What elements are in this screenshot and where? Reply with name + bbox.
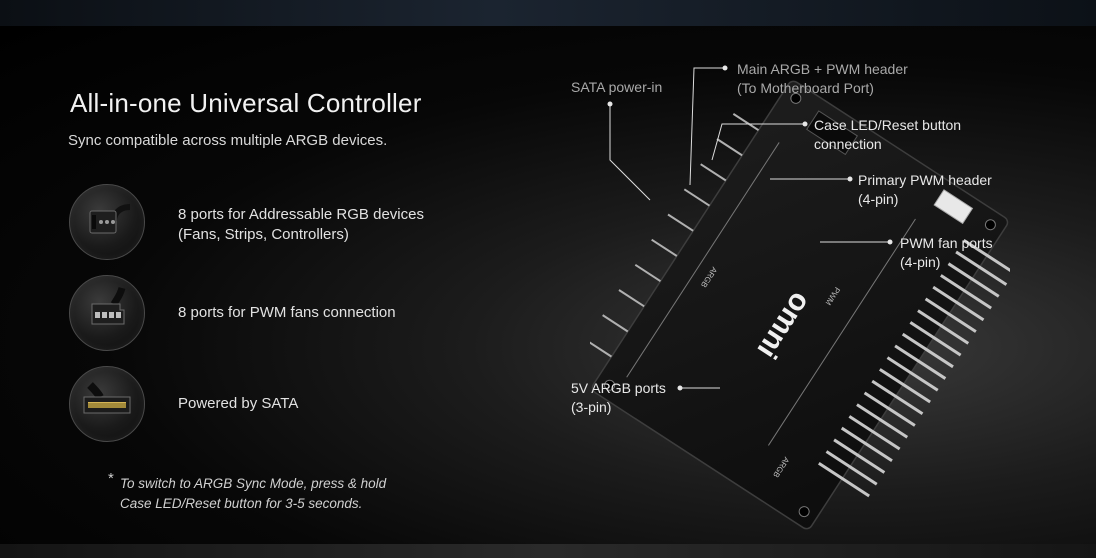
note-asterisk: * [108, 470, 114, 487]
callout-pwm-fan-line1: PWM fan ports [900, 235, 993, 251]
sync-note-line1: To switch to ARGB Sync Mode, press & hol… [120, 476, 387, 491]
top-banner-strip [0, 0, 1096, 26]
callout-argb-ports-line1: 5V ARGB ports [571, 380, 666, 396]
callout-dot [722, 65, 728, 71]
callout-main-header-line2: (To Motherboard Port) [737, 80, 874, 96]
callout-sata-line1: SATA power-in [571, 79, 663, 95]
callout-dot [607, 101, 613, 107]
mount-hole [790, 92, 802, 104]
callout-dot [847, 176, 853, 182]
callout-primary-pwm: Primary PWM header (4-pin) [858, 171, 992, 209]
callout-dot [677, 385, 683, 391]
sync-mode-note: To switch to ARGB Sync Mode, press & hol… [120, 474, 420, 514]
silk-line [626, 142, 780, 378]
callout-case-led: Case LED/Reset button connection [814, 116, 961, 154]
callout-primary-pwm-line1: Primary PWM header [858, 172, 992, 188]
callout-dot [802, 121, 808, 127]
silk-line [767, 218, 916, 446]
callout-case-led-line2: connection [814, 136, 882, 152]
leader-case-led [711, 123, 805, 161]
callout-case-led-line1: Case LED/Reset button [814, 117, 962, 133]
callout-argb-ports: 5V ARGB ports (3-pin) [571, 379, 666, 417]
mount-hole [984, 219, 996, 231]
sata-connector-icon [69, 366, 145, 442]
callout-pwm-fan: PWM fan ports (4-pin) [900, 234, 993, 272]
callout-primary-pwm-line2: (4-pin) [858, 191, 899, 207]
feature-pwm-text: 8 ports for PWM fans connection [178, 303, 396, 323]
mount-hole [604, 379, 616, 391]
callout-main-header: Main ARGB + PWM header (To Motherboard P… [737, 60, 908, 98]
pcb-board [591, 80, 1009, 530]
feature-sata-text: Powered by SATA [178, 394, 298, 414]
callout-argb-ports-line2: (3-pin) [571, 399, 612, 415]
feature-pwm-line1: 8 ports for PWM fans connection [178, 304, 396, 321]
sync-note-line2: Case LED/Reset button for 3-5 seconds. [120, 496, 363, 511]
bottom-strip [0, 544, 1096, 558]
page-subtitle: Sync compatible across multiple ARGB dev… [68, 132, 388, 149]
feature-argb-text: 8 ports for Addressable RGB devices (Fan… [178, 205, 424, 245]
leader-main-header [689, 67, 725, 186]
pwm-fan-connector-icon [69, 275, 145, 351]
page-title: All-in-one Universal Controller [70, 88, 422, 118]
argb-connector-icon [69, 184, 145, 260]
callout-pwm-fan-line2: (4-pin) [900, 254, 941, 270]
callout-dot [887, 239, 893, 245]
pwm-pin-row [818, 238, 1010, 498]
primary-pwm-connector [933, 189, 974, 225]
feature-argb-line1: 8 ports for Addressable RGB devices [178, 206, 424, 223]
argb-pin-row [590, 113, 760, 358]
mount-hole [798, 506, 810, 518]
feature-argb-line2: (Fans, Strips, Controllers) [178, 226, 349, 243]
controller-board-illustration: PWM ARGB ARGB omni [590, 80, 1010, 530]
leader-sata [609, 104, 651, 201]
callout-main-header-line1: Main ARGB + PWM header [737, 61, 908, 77]
feature-sata-line1: Powered by SATA [178, 395, 299, 412]
callout-sata-power: SATA power-in [571, 78, 662, 97]
main-header [806, 110, 859, 156]
